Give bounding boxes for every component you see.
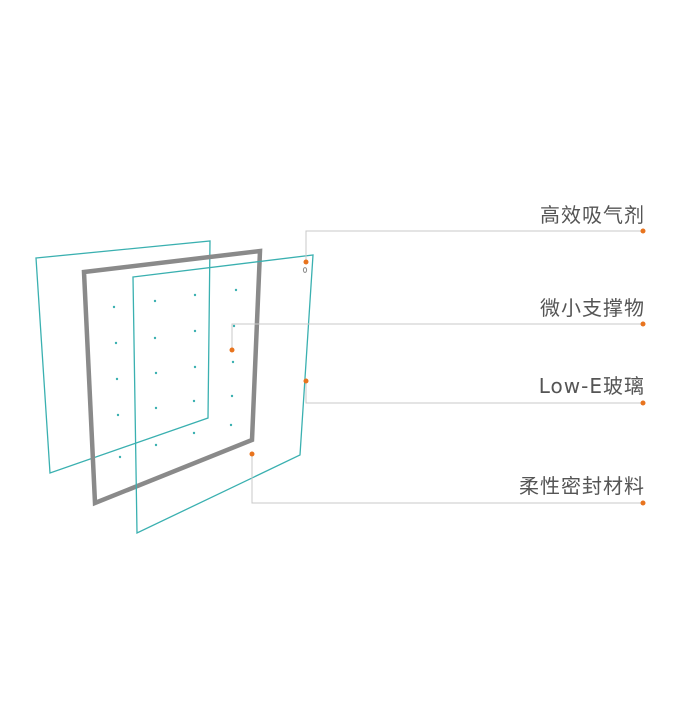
support-pillar bbox=[112, 305, 116, 309]
support-pillar bbox=[153, 299, 157, 303]
marker-dot-low-e-glass-start bbox=[303, 378, 309, 384]
back-glass-pane bbox=[35, 240, 211, 474]
leader-line-flexible-seal bbox=[251, 454, 643, 504]
label-desiccant: 高效吸气剂 bbox=[540, 203, 645, 227]
leader-line-micro-support bbox=[231, 323, 643, 350]
marker-dot-micro-support-start bbox=[229, 347, 235, 353]
support-pillar bbox=[153, 336, 157, 340]
marker-dot-flexible-seal-end bbox=[640, 500, 646, 506]
support-pillar bbox=[192, 431, 196, 435]
marker-dot-desiccant-start bbox=[303, 259, 309, 265]
marker-dot-micro-support-end bbox=[640, 321, 646, 327]
support-pillar bbox=[116, 413, 120, 417]
support-pillar bbox=[114, 341, 118, 345]
label-micro-support: 微小支撑物 bbox=[540, 296, 645, 320]
label-low-e-glass: Low-E玻璃 bbox=[538, 374, 645, 398]
flexible-seal-frame bbox=[81, 248, 263, 507]
support-pillar bbox=[118, 455, 122, 459]
support-pillar bbox=[232, 324, 236, 328]
support-pillar bbox=[231, 360, 235, 364]
leader-line-low-e-glass bbox=[305, 381, 643, 404]
desiccant-capsule bbox=[302, 267, 308, 273]
support-pillar bbox=[229, 423, 233, 427]
support-pillar bbox=[193, 329, 197, 333]
support-pillar bbox=[154, 406, 158, 410]
support-pillar bbox=[193, 293, 197, 297]
marker-dot-desiccant-end bbox=[640, 228, 646, 234]
label-flexible-seal: 柔性密封材料 bbox=[519, 474, 645, 498]
support-pillar bbox=[192, 399, 196, 403]
micro-support-pillars bbox=[112, 288, 238, 459]
marker-dot-flexible-seal-start bbox=[249, 451, 255, 457]
support-pillar bbox=[230, 394, 234, 398]
support-pillar bbox=[193, 365, 197, 369]
support-pillar bbox=[115, 377, 119, 381]
support-pillar bbox=[154, 371, 158, 375]
leader-line-desiccant bbox=[305, 230, 643, 262]
leader-lines bbox=[231, 230, 643, 504]
marker-dots bbox=[229, 228, 646, 506]
support-pillar bbox=[154, 443, 158, 447]
front-glass-pane bbox=[132, 254, 314, 535]
marker-dot-low-e-glass-end bbox=[640, 400, 646, 406]
support-pillar bbox=[234, 288, 238, 292]
